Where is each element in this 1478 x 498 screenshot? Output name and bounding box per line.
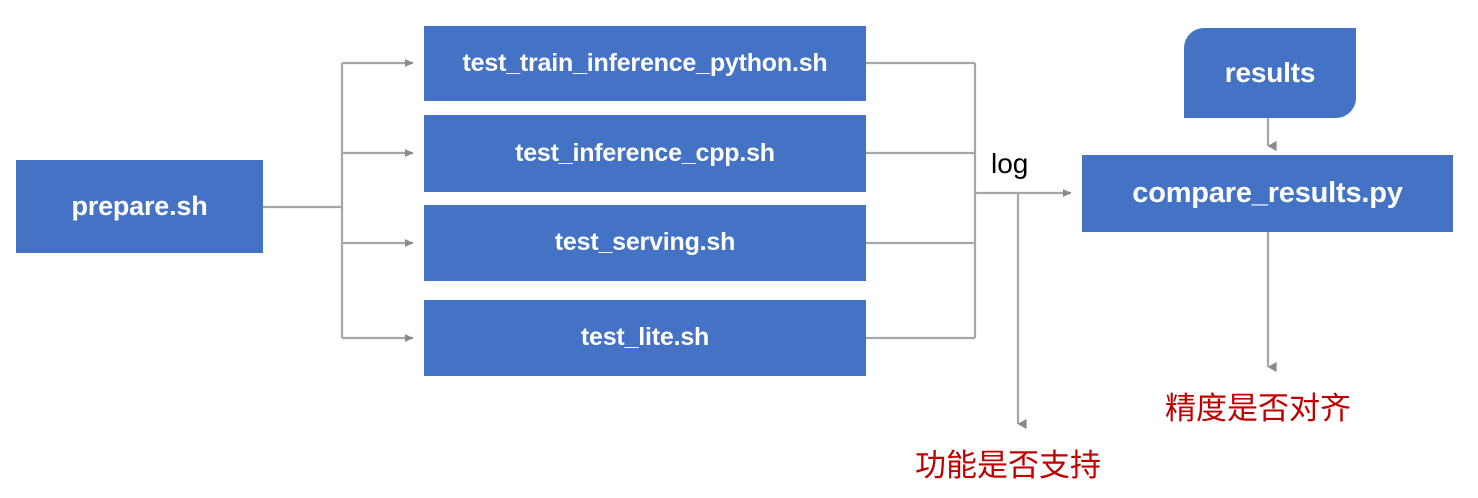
annotation-precision-alignment: 精度是否对齐	[1165, 391, 1351, 427]
node-prepare-sh[interactable]: prepare.sh	[16, 160, 263, 253]
node-test-lite-sh[interactable]: test_lite.sh	[424, 300, 866, 376]
node-test-train-inference-python-sh[interactable]: test_train_inference_python.sh	[424, 26, 866, 101]
node-results[interactable]: results	[1184, 28, 1356, 118]
node-test-inference-cpp-sh[interactable]: test_inference_cpp.sh	[424, 115, 866, 192]
node-compare-results-py[interactable]: compare_results.py	[1082, 155, 1453, 232]
annotation-function-support: 功能是否支持	[915, 448, 1101, 484]
node-test-serving-sh[interactable]: test_serving.sh	[424, 205, 866, 281]
edge-label-log: log	[991, 148, 1029, 179]
